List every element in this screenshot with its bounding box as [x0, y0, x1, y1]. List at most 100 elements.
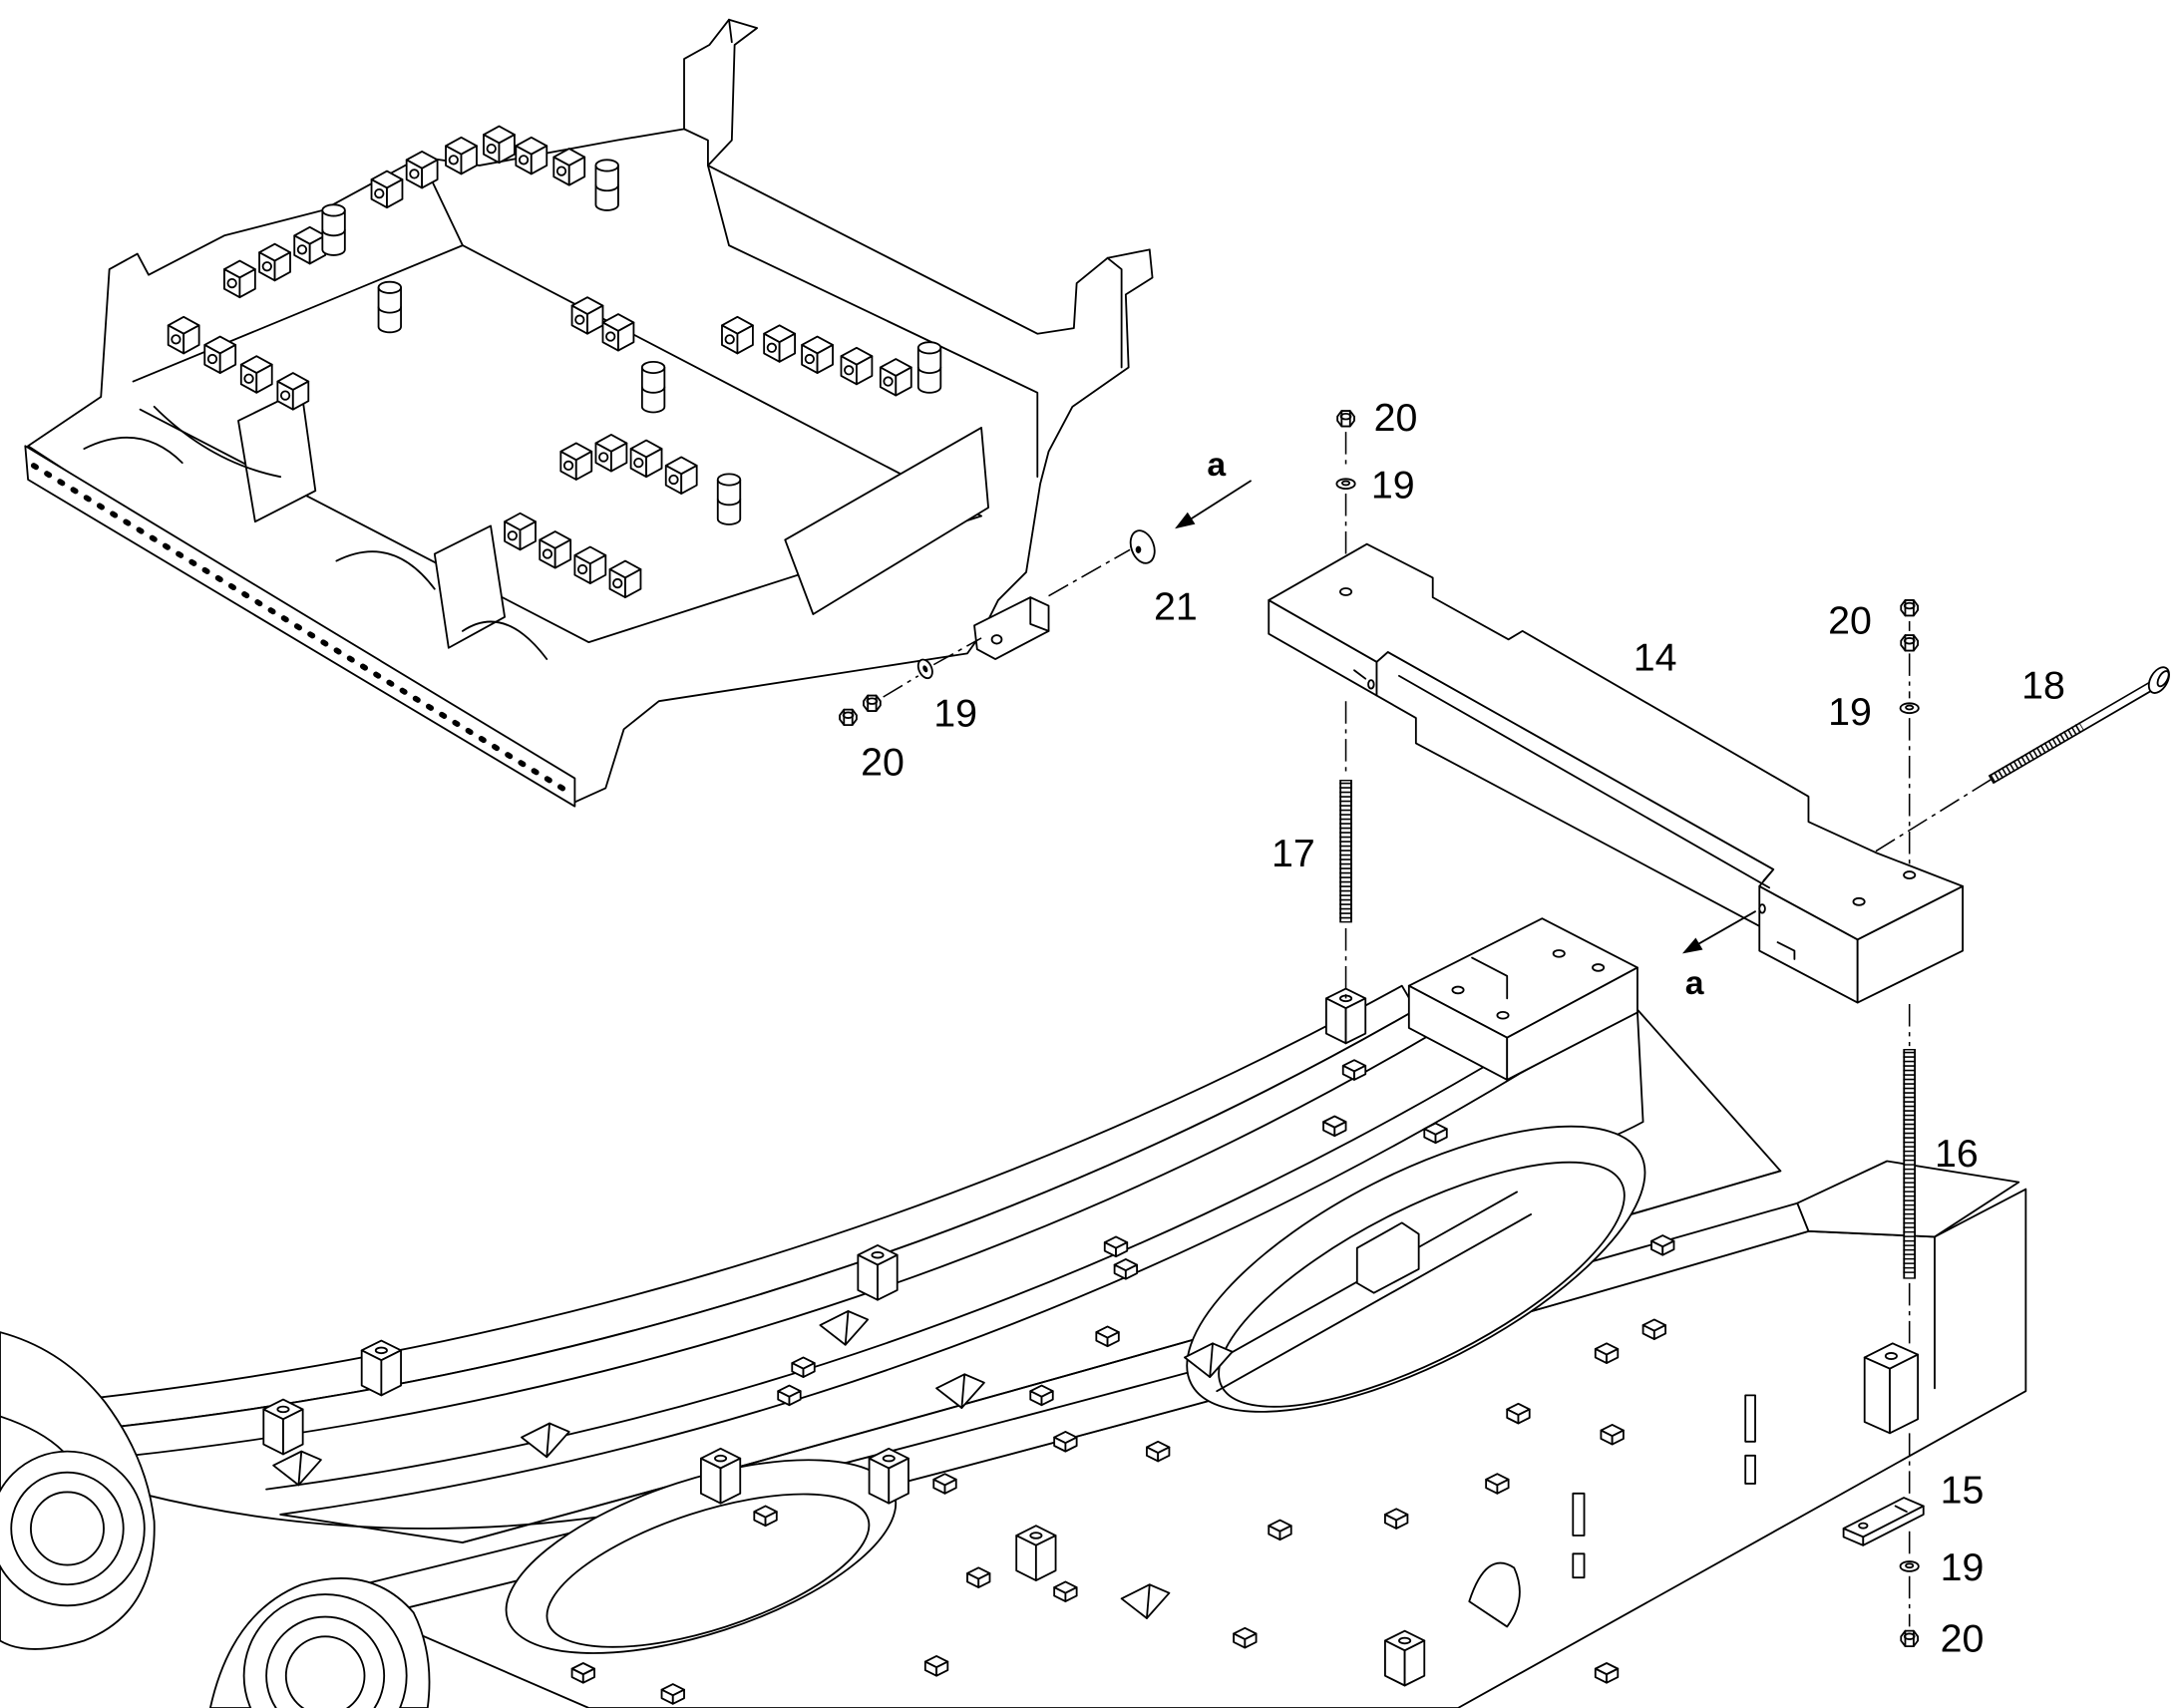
valve-block: [276, 372, 310, 411]
callout-label-plate-15: 15: [1941, 1469, 1985, 1513]
callout-labels: 20 19 a 21 19 20 14 20 19 18 17 a 16 15 …: [861, 396, 2065, 1661]
mounting-block: [360, 1339, 402, 1397]
callout-label-nut-bottom: 20: [1941, 1617, 1985, 1661]
callout-label-stud-16: 16: [1935, 1132, 1979, 1176]
callout-label-bolt-18: 18: [2021, 663, 2065, 707]
mounting-pad: [1594, 1342, 1620, 1364]
mounting-pad: [1423, 1122, 1448, 1145]
valve-block: [258, 242, 291, 282]
mounting-pad: [1268, 1519, 1292, 1541]
mounting-block: [699, 1447, 742, 1505]
mounting-pad: [1233, 1626, 1258, 1649]
mounting-pad: [1506, 1402, 1531, 1425]
valve-block: [370, 170, 404, 209]
gusset-wedge: [272, 1450, 322, 1487]
valve-frame-outline: [27, 18, 1154, 804]
mounting-block: [1384, 1629, 1426, 1687]
valve-block: [801, 335, 834, 375]
mounting-block: [857, 1243, 899, 1301]
callout-label-beam-14: 14: [1634, 635, 1677, 679]
slot: [1744, 1394, 1756, 1443]
gusset-wedge: [521, 1422, 570, 1459]
valve-block: [405, 150, 439, 189]
pump-cylinder: [594, 159, 619, 211]
mounting-pad: [966, 1566, 991, 1588]
mounting-pad: [923, 1655, 949, 1677]
valve-block: [608, 559, 642, 599]
mounting-pad: [1029, 1384, 1054, 1407]
callout-label-nut-top: 20: [1374, 396, 1418, 440]
washer-19-top: [1335, 478, 1356, 491]
nut-20-left-b: [863, 694, 882, 712]
mounting-pad: [1053, 1431, 1078, 1453]
view-arrow-a-top: [1175, 480, 1252, 529]
mounting-pad: [660, 1683, 685, 1705]
pump-cylinder: [916, 341, 942, 394]
valve-block: [573, 545, 607, 584]
mounting-pad: [1485, 1473, 1510, 1495]
callout-label-washer-left: 19: [933, 692, 977, 736]
part-21-washer: [1129, 529, 1156, 564]
mounting-pad: [1594, 1662, 1620, 1684]
valve-frame-assembly: [24, 18, 1154, 808]
washer-19-bottom: [1899, 1560, 1920, 1572]
callout-label-washer-top: 19: [1371, 463, 1415, 507]
pump-cylinder: [640, 360, 666, 414]
valve-block: [840, 346, 874, 386]
valve-block: [664, 456, 698, 495]
callout-label-view-a-bottom: a: [1685, 964, 1704, 1002]
mounting-block: [1015, 1525, 1057, 1581]
valve-block: [445, 136, 478, 175]
mounting-pad: [1053, 1580, 1078, 1603]
mounting-pad: [753, 1505, 778, 1528]
slot: [1572, 1492, 1586, 1537]
pump-cylinder: [377, 280, 402, 334]
mounting-pad: [1146, 1440, 1171, 1463]
tube-end-right: [242, 1593, 408, 1708]
valve-block: [504, 512, 537, 551]
valve-block: [879, 358, 912, 397]
mounting-pad: [1103, 1235, 1129, 1258]
center-lines: [883, 432, 1992, 1627]
valve-block: [515, 136, 548, 175]
pump-cylinder: [716, 473, 742, 525]
washer-19-right: [1899, 702, 1920, 715]
mounting-pad: [1384, 1508, 1409, 1530]
side-plate-mid: [433, 524, 506, 649]
mounting-block: [868, 1447, 909, 1505]
mounting-pad: [1113, 1258, 1139, 1280]
mounting-pad: [777, 1384, 802, 1407]
nut-20-bottom: [1900, 1629, 1920, 1648]
valve-block: [239, 355, 273, 394]
nut-20-left-a: [839, 708, 858, 727]
mounting-pad: [1322, 1115, 1347, 1138]
callout-label-nut-left: 20: [861, 741, 905, 785]
valve-block: [293, 225, 327, 265]
valve-block: [594, 434, 628, 473]
mounting-block: [262, 1398, 304, 1456]
nut-20-top: [1336, 410, 1355, 428]
view-arrow-a-bottom: [1681, 910, 1756, 954]
part-15-plate: [1842, 1497, 1925, 1546]
callout-label-stud-17: 17: [1272, 832, 1315, 875]
valve-block: [552, 148, 586, 186]
pump-cylinder: [321, 203, 346, 256]
mounting-pad: [1095, 1325, 1120, 1348]
mounting-pad: [570, 1662, 595, 1684]
valve-block: [763, 324, 796, 363]
callout-label-washer-21: 21: [1154, 585, 1198, 629]
mounting-pad: [1650, 1234, 1675, 1256]
gusset-wedge: [819, 1310, 870, 1346]
washer-19-left: [916, 658, 933, 680]
part-14-support-beam: [1268, 542, 1965, 1004]
callout-label-view-a-top: a: [1207, 446, 1226, 484]
valve-block: [539, 530, 572, 569]
valve-block: [721, 315, 754, 355]
nut-20-right-upper: [1900, 599, 1920, 617]
valve-block: [223, 259, 256, 299]
valve-block: [167, 315, 200, 355]
mounting-pad: [1641, 1318, 1666, 1341]
mounting-pad: [1600, 1423, 1625, 1446]
valve-block: [601, 313, 635, 352]
